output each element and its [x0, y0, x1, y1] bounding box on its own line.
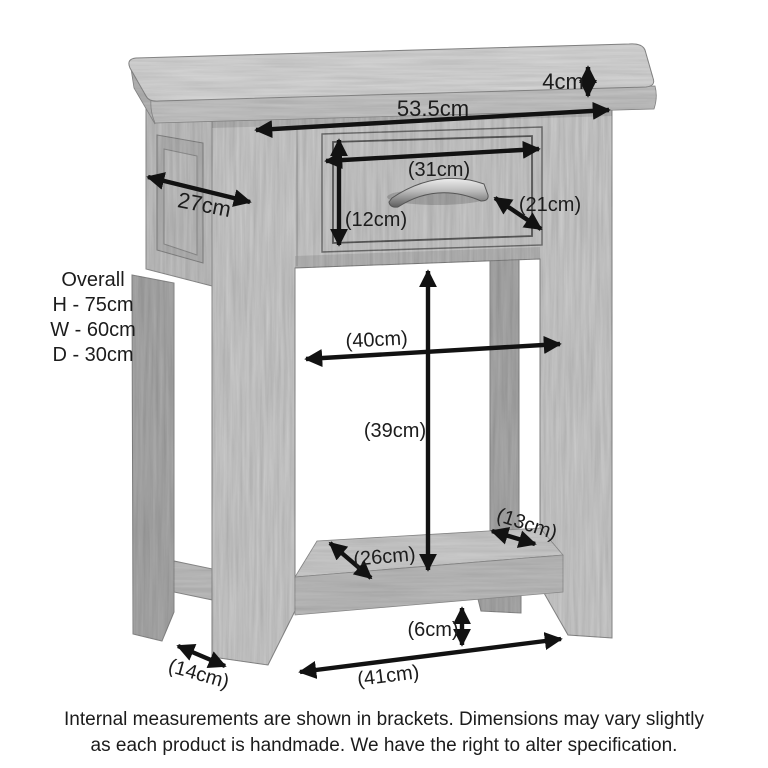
overall-depth: D - 30cm [52, 344, 133, 366]
arrow-shelf-depth [328, 541, 373, 580]
label-drawer-height: (12cm) [345, 209, 407, 231]
drawer-handle [388, 177, 489, 208]
arrow-base-width [298, 632, 563, 679]
dimension-arrows [146, 65, 611, 679]
footer-note: Internal measurements are shown in brack… [64, 709, 704, 756]
overall-title: Overall [61, 269, 124, 291]
carcass-bottom-lip-shadow [295, 247, 540, 268]
arrow-drawer-width [324, 140, 541, 170]
label-drawer-width: (31cm) [408, 159, 470, 181]
label-opening-width: (40cm) [345, 327, 408, 352]
arrow-top-width [254, 101, 611, 139]
arrow-side-depth [146, 172, 252, 207]
footer-line-1: Internal measurements are shown in brack… [64, 709, 704, 730]
shelf-front-face [294, 554, 564, 616]
arrow-drawer-depth [493, 196, 543, 231]
label-top-width: 53.5cm [397, 96, 469, 121]
back-legs-group [131, 253, 522, 642]
label-leg-depth: (14cm) [166, 655, 232, 693]
footer-line-2: as each product is handmade. We have the… [91, 735, 678, 756]
tabletop-top-face [128, 43, 655, 102]
overall-width: W - 60cm [50, 319, 136, 341]
overall-height: H - 75cm [52, 294, 133, 316]
label-opening-height: (39cm) [364, 420, 426, 442]
label-shelf-depth: (26cm) [353, 543, 417, 570]
label-drawer-depth: (21cm) [519, 194, 581, 216]
arrow-shelf-gap [490, 527, 537, 548]
overall-measurements: Overall H - 75cm W - 60cm D - 30cm [50, 269, 136, 366]
label-top-thickness: 4cm [542, 69, 584, 94]
arrow-opening-width [304, 335, 562, 368]
back-left-leg [131, 274, 175, 642]
arrow-leg-depth [176, 643, 227, 669]
label-shelf-clearance: (6cm) [407, 619, 458, 641]
